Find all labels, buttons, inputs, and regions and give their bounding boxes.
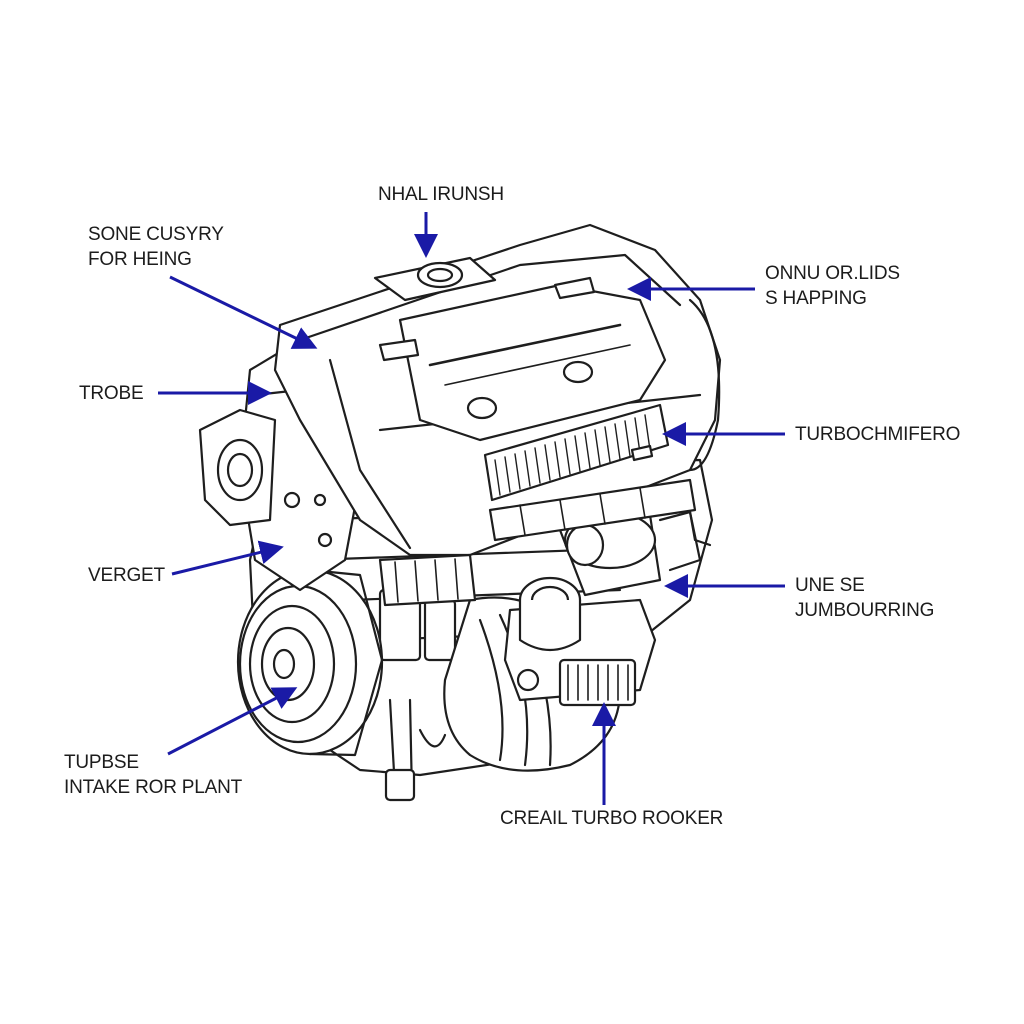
label-top: NHAL IRUNSH	[378, 182, 504, 207]
label-top-right-line-1: ONNU OR.LIDS	[765, 263, 900, 284]
label-bottom-left-line-2: INTAKE ROR PLANT	[64, 777, 243, 798]
label-bottom-left-line-1: TUPBSE	[64, 752, 139, 773]
label-mid-right-line-1: UNE SE	[795, 575, 865, 596]
arrow-bottom-left	[167, 687, 298, 756]
label-turbo-right-line-1: TURBOCHMIFERO	[795, 424, 961, 445]
label-trobe: TROBE	[79, 381, 144, 406]
label-verget-line-1: VERGET	[88, 565, 165, 586]
label-mid-right: UNE SE JUMBOURRING	[795, 573, 934, 623]
label-top-line-1: NHAL IRUNSH	[378, 184, 504, 205]
engine-illustration	[198, 223, 722, 802]
callout-arrows	[158, 212, 785, 805]
manifold-ribs	[378, 478, 697, 607]
label-turbo-right: TURBOCHMIFERO	[795, 422, 960, 447]
label-top-left-line-1: SONE CUSYRY	[88, 224, 224, 245]
valve-cover	[273, 223, 722, 557]
label-top-right-line-2: S HAPPING	[765, 288, 867, 309]
arrow-top-left	[169, 275, 318, 349]
arrow-verget	[171, 540, 284, 576]
label-bottom-line-1: CREAIL TURBO ROOKER	[500, 808, 724, 829]
label-trobe-line-1: TROBE	[79, 383, 144, 404]
label-verget: VERGET	[88, 563, 165, 588]
label-mid-right-line-2: JUMBOURRING	[795, 600, 935, 621]
label-bottom: CREAIL TURBO ROOKER	[500, 806, 723, 831]
label-top-right: ONNU OR.LIDS S HAPPING	[765, 261, 900, 311]
label-top-left: SONE CUSYRY FOR HEING	[88, 222, 224, 272]
turbo-unit	[503, 576, 657, 707]
label-top-left-line-2: FOR HEING	[88, 249, 192, 270]
label-bottom-left: TUPBSE INTAKE ROR PLANT	[64, 750, 242, 800]
crank-pulley	[236, 568, 384, 757]
